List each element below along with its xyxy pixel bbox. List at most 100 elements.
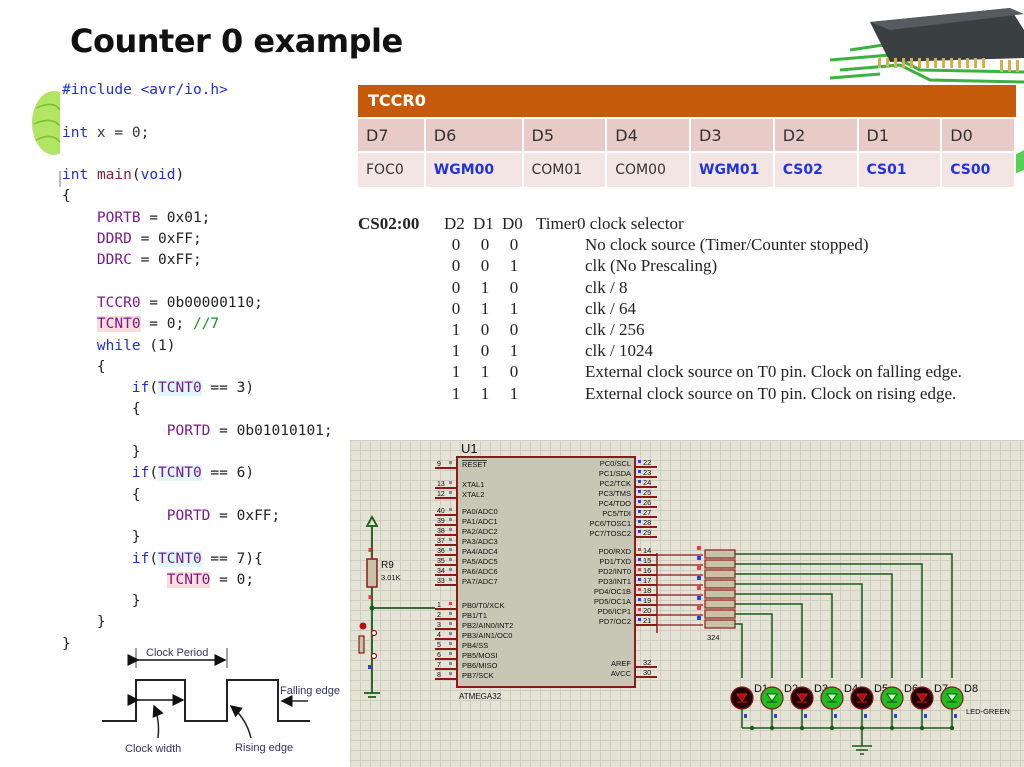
code-token: ( xyxy=(131,167,141,184)
mcu-pin-label: PC1/SDA xyxy=(599,469,631,478)
mcu-pin-label: PB4/SS xyxy=(462,641,488,650)
clock-select-bit: 1 xyxy=(509,298,519,318)
code-token: void xyxy=(140,167,176,184)
pin-state-indicator xyxy=(449,622,452,625)
mcu-pin-label: PC3/TMS xyxy=(598,489,631,498)
code-line xyxy=(62,272,352,293)
clock-select-bit: D1 xyxy=(473,214,494,233)
pin-state-indicator xyxy=(638,490,641,493)
pin-state-indicator xyxy=(638,500,641,503)
mcu-pin-label: XTAL1 xyxy=(462,480,484,489)
mcu-pin-label: PD7/OC2 xyxy=(599,617,631,626)
pin-state-indicator xyxy=(697,606,701,610)
mcu-pin-label: PB7/SCK xyxy=(462,671,494,680)
code-listing: #include <avr/io.h>int x = 0;int main(vo… xyxy=(62,80,352,655)
code-token: { xyxy=(62,358,106,375)
tccr0-field-wgm00: WGM00 xyxy=(425,151,524,187)
clock-select-bit: 1 xyxy=(451,341,461,361)
led-wire xyxy=(735,583,863,678)
mcu-pin-number: 33 xyxy=(437,578,445,585)
button-indicator-icon xyxy=(359,622,367,630)
clock-select-bit: D0 xyxy=(502,214,523,233)
pin-state-indicator xyxy=(449,662,452,665)
pin-state-indicator xyxy=(638,608,641,611)
mcu-pin-number: 8 xyxy=(437,672,441,679)
clock-select-description: clk / 64 xyxy=(585,298,636,318)
clock-select-bit: 0 xyxy=(480,256,490,276)
pin-state-indicator xyxy=(638,558,641,561)
mcu-pin-label: PA4/ADC4 xyxy=(462,547,498,556)
pin-state-indicator xyxy=(449,642,452,645)
mcu-pin-number: 22 xyxy=(643,458,651,467)
pin-state-indicator xyxy=(449,602,452,605)
push-button-switch xyxy=(358,635,365,654)
pin-state-indicator xyxy=(449,508,452,511)
pin-state-indicator xyxy=(697,546,701,550)
clock-select-description: Timer0 clock selector xyxy=(536,214,684,233)
mcu-pin-number: 40 xyxy=(437,508,445,515)
code-token: == 6) xyxy=(201,465,255,482)
diode-symbol-icon xyxy=(796,693,808,703)
code-line: while (1) xyxy=(62,336,352,357)
mcu-pin-label: AREF xyxy=(611,659,631,668)
pin-state-indicator xyxy=(697,586,701,590)
led-wire xyxy=(735,573,893,678)
pin-state-indicator xyxy=(697,566,701,570)
pin-state-indicator xyxy=(864,714,867,718)
mcu-pin-number: 35 xyxy=(437,558,445,565)
led-wire xyxy=(735,623,743,678)
mcu-pin-label: PC0/SCL xyxy=(600,459,631,468)
clock-select-bit: 0 xyxy=(509,277,519,297)
pin-state-indicator xyxy=(697,576,701,580)
code-line: if(TCNT0 == 6) xyxy=(62,463,352,484)
pin-state-indicator xyxy=(638,520,641,523)
clock-select-bit: 0 xyxy=(480,235,490,255)
mcu-pin-label: PA5/ADC5 xyxy=(462,557,498,566)
clock-select-bit: 0 xyxy=(509,235,519,255)
tccr0-bit-d1: D1 xyxy=(858,117,943,151)
mcu-pin-label: PA7/ADC7 xyxy=(462,577,498,586)
code-token xyxy=(62,252,97,268)
pin-state-indicator xyxy=(697,556,701,560)
led-wire xyxy=(735,613,773,678)
code-token: TCNT0 xyxy=(96,316,141,333)
tccr0-header: TCCR0 xyxy=(358,85,1016,117)
code-line: } xyxy=(62,591,352,612)
code-token xyxy=(62,316,97,332)
clock-select-description: External clock source on T0 pin. Clock o… xyxy=(585,383,957,403)
mcu-pin-number: 34 xyxy=(437,568,445,575)
mcu-pin-number: 15 xyxy=(643,556,651,565)
mcu-pin-number: 7 xyxy=(437,662,441,669)
clock-select-bit: 1 xyxy=(480,277,490,297)
resistor-pack-element xyxy=(704,609,736,619)
resistor-pack-element xyxy=(704,579,736,589)
code-token: TCCR0 xyxy=(96,294,141,311)
code-token: TCNT0 xyxy=(158,465,202,482)
pin-state-indicator xyxy=(449,578,452,581)
code-token xyxy=(62,338,97,354)
led-wire xyxy=(735,593,833,678)
code-line: { xyxy=(62,357,352,378)
mcu-pin-label: PB5/MOSI xyxy=(462,651,497,660)
led-wire xyxy=(735,563,923,678)
code-token: ( xyxy=(149,465,159,482)
pin-state-indicator xyxy=(638,460,641,463)
code-token: PORTD xyxy=(166,422,211,439)
resistor-value: 3.01K xyxy=(381,573,401,582)
junction-dot xyxy=(889,725,895,731)
tccr0-bit-d7: D7 xyxy=(358,117,426,151)
mcu-pin-label: PA0/ADC0 xyxy=(462,507,498,516)
clock-select-bit: 1 xyxy=(480,298,490,318)
code-token: = 0b00000110; xyxy=(140,294,263,311)
pin-state-indicator xyxy=(449,568,452,571)
clock-select-description: No clock source (Timer/Counter stopped) xyxy=(585,235,869,255)
mcu-pin-number: 12 xyxy=(437,491,445,498)
code-token xyxy=(88,167,97,183)
mcu-pin-label: PD5/OC1A xyxy=(594,597,631,606)
code-token: #include <avr/io.h> xyxy=(62,82,228,98)
mcu-pin-label: PB6/MISO xyxy=(462,661,498,670)
clock-select-bit: D2 xyxy=(444,214,465,233)
code-line: TCNT0 = 0; //7 xyxy=(62,314,352,335)
